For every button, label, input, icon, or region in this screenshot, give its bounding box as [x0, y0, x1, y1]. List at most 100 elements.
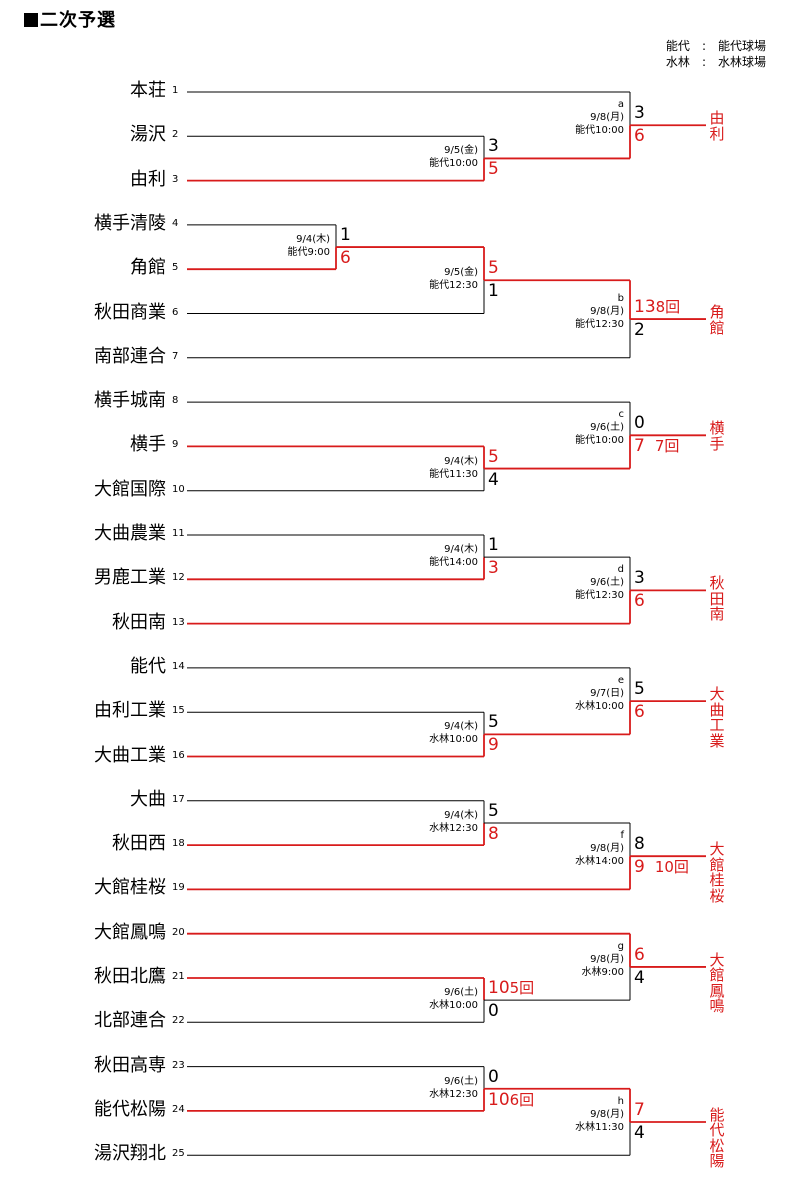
winner-char: 大 [709, 685, 725, 704]
match-info: 9/4(木)能代9:00 [288, 233, 330, 259]
team-name: 大曲工業 [94, 744, 166, 766]
legend-row: 能代: 能代球場 [666, 38, 766, 54]
score-bottom: 9 [488, 735, 499, 756]
legend-name: 能代球場 [717, 39, 766, 53]
winner-char: 利 [709, 124, 725, 143]
team-seed: 4 [172, 217, 179, 229]
team-seed: 14 [172, 660, 185, 672]
score-bottom: 6 [340, 248, 351, 269]
team-name: 横手城南 [94, 390, 166, 412]
match-label: d [617, 564, 624, 576]
team-seed: 21 [172, 971, 185, 982]
score-top: 1 [488, 535, 499, 556]
team-seed: 5 [172, 262, 179, 274]
score-bottom: 8 [488, 823, 499, 844]
score-top: 5 [488, 712, 499, 733]
match-label: h [617, 1095, 624, 1107]
round-winner: 大館鳳鳴 [707, 950, 727, 1015]
match-venue: 水林10:00 [429, 734, 478, 746]
match-venue: 能代14:00 [429, 557, 478, 569]
winner-char: 大 [709, 950, 725, 969]
team-name: 秋田商業 [94, 301, 166, 323]
score-bottom: 6 [634, 702, 645, 723]
score-bottom: 6 [634, 591, 645, 612]
match-date: 9/4(木) [444, 809, 478, 821]
team-seed: 23 [172, 1059, 185, 1071]
match-label: g [617, 940, 624, 952]
team-name: 秋田南 [112, 611, 166, 633]
winner-char: 田 [709, 589, 725, 608]
match-date: 9/4(木) [444, 544, 478, 556]
team-name: 横手 [130, 434, 166, 456]
round-winner: 能代松陽 [707, 1107, 727, 1170]
team-seed: 1 [172, 85, 179, 96]
page-title: 二次予選 [24, 6, 116, 32]
score-top: 3 [634, 103, 645, 124]
match-label: c [618, 409, 625, 421]
winner-char: 桜 [709, 886, 725, 905]
team-name: 由利 [130, 168, 166, 190]
legend-sep: : [701, 39, 706, 53]
match-venue: 水林9:00 [581, 966, 624, 978]
match-date: 9/8(月) [590, 843, 624, 855]
team-seed: 12 [172, 572, 185, 584]
winner-char: 横 [709, 419, 725, 438]
winner-char: 曲 [709, 700, 725, 719]
match-venue: 能代12:30 [575, 590, 624, 602]
innings-label: 5回 [509, 979, 535, 998]
innings-label: 10回 [654, 858, 689, 877]
match-date: 9/6(土) [590, 577, 624, 589]
winner-char: 代 [709, 1121, 725, 1140]
team-seed: 7 [172, 350, 179, 362]
match-info: 9/4(木)能代14:00 [429, 543, 478, 569]
legend-sep: : [701, 55, 706, 69]
match-date: 9/7(日) [590, 688, 624, 700]
team-seed: 3 [172, 173, 179, 185]
score-top: 3 [634, 568, 645, 589]
match-info: 9/4(木)能代11:30 [429, 455, 478, 481]
round-winner: 大館桂桜 [707, 842, 727, 904]
match-venue: 水林12:30 [429, 822, 478, 834]
team-seed: 16 [172, 749, 185, 761]
match-venue: 能代10:00 [575, 435, 624, 447]
round-winner: 横手 [707, 421, 727, 452]
match-info: 9/5(金)能代10:00 [429, 144, 478, 170]
score-top: 0 [488, 1066, 499, 1087]
score-top: 5 [488, 446, 499, 467]
page-title-text: 二次予選 [40, 10, 116, 31]
score-top: 8 [634, 834, 645, 855]
winner-char: 業 [709, 731, 725, 750]
match-label: a [617, 99, 624, 111]
score-bottom: 4 [634, 1122, 645, 1143]
team-name: 横手清陵 [94, 212, 166, 234]
team-seed: 9 [172, 439, 179, 451]
team-name: 大館国際 [94, 478, 166, 500]
winner-char: 手 [709, 434, 725, 453]
legend-row: 水林:水林球場 [666, 54, 766, 70]
match-venue: 水林12:30 [429, 1088, 478, 1100]
match-info: 9/6(土)水林12:30 [429, 1075, 478, 1101]
team-name: 男鹿工業 [94, 567, 166, 589]
score-top: 7 [634, 1099, 645, 1120]
match-venue: 水林14:00 [575, 856, 624, 868]
match-venue: 水林11:30 [575, 1121, 624, 1133]
team-seed: 2 [172, 129, 179, 141]
winner-char: 工 [709, 716, 725, 735]
match-info: 9/4(木)水林12:30 [429, 809, 478, 835]
winner-char: 鳳 [709, 981, 725, 1000]
match-venue: 能代12:30 [429, 280, 478, 292]
team-seed: 19 [172, 882, 185, 894]
score-bottom: 5 [488, 159, 499, 180]
score-bottom: 106回 [488, 1089, 535, 1110]
legend-abbr: 能代 [665, 39, 690, 53]
team-seed: 17 [172, 793, 185, 805]
match-label: e [617, 675, 624, 687]
match-venue: 能代10:00 [575, 125, 624, 137]
team-seed: 18 [172, 838, 185, 850]
team-name: 能代松陽 [94, 1098, 166, 1120]
